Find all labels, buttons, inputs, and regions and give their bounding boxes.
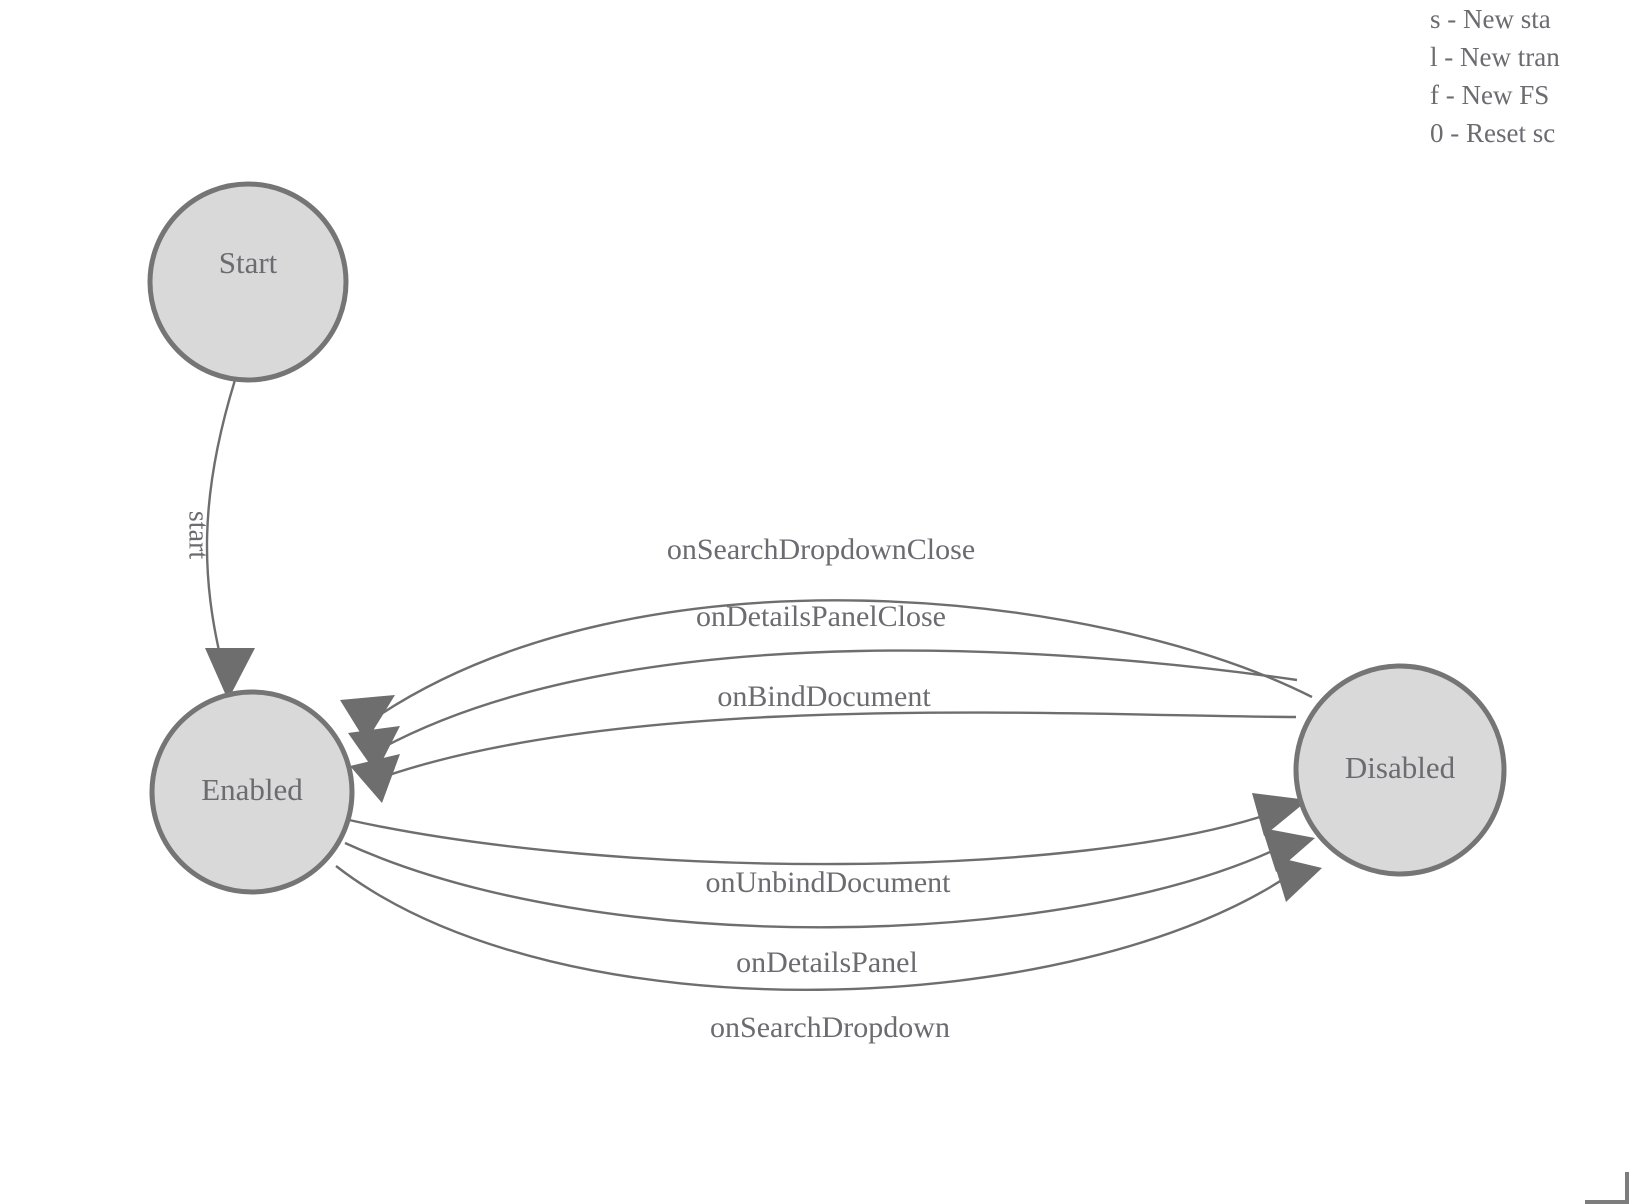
edge-on-unbind-document-arrowhead — [1252, 793, 1308, 836]
edge-on-search-dropdown-close-arrowhead — [340, 695, 395, 742]
edge-label-on-bind-document: onBindDocument — [717, 680, 931, 713]
edge-start-path[interactable] — [205, 379, 237, 665]
node-start-label: Start — [219, 245, 278, 280]
node-disabled[interactable]: Disabled — [1293, 663, 1507, 877]
edge-label-on-details-panel: onDetailsPanel — [736, 946, 918, 979]
edge-on-search-dropdown-close-path[interactable] — [374, 599, 1313, 719]
edge-on-bind-document-arrowhead — [350, 754, 400, 803]
node-enabled-circle[interactable] — [149, 689, 355, 895]
edge-on-details-panel-close-arrowhead — [348, 726, 400, 773]
edge-on-search-dropdown-arrowhead — [1272, 856, 1322, 902]
edge-on-bind-document-path[interactable] — [385, 711, 1297, 778]
edge-on-search-dropdown[interactable] — [335, 856, 1322, 991]
node-start[interactable]: Start — [147, 181, 349, 383]
edge-start[interactable] — [205, 379, 255, 700]
edge-label-on-details-panel-close: onDetailsPanelClose — [696, 600, 946, 633]
resize-handle[interactable] — [1585, 1172, 1632, 1204]
resize-handle-horizontal-bar — [1585, 1200, 1629, 1204]
edge-on-details-panel-close[interactable] — [348, 649, 1298, 773]
edge-on-details-panel-close-path[interactable] — [381, 649, 1298, 750]
edge-on-search-dropdown-close[interactable] — [340, 599, 1313, 742]
edge-on-bind-document[interactable] — [350, 711, 1297, 803]
edge-label-on-search-dropdown-close: onSearchDropdownClose — [667, 533, 975, 566]
node-start-circle[interactable] — [147, 181, 349, 383]
edge-on-search-dropdown-path[interactable] — [335, 865, 1295, 991]
node-disabled-circle[interactable] — [1293, 663, 1507, 877]
node-enabled-label: Enabled — [201, 772, 303, 807]
edge-label-on-search-dropdown: onSearchDropdown — [710, 1011, 950, 1044]
node-enabled[interactable]: Enabled — [149, 689, 355, 895]
edge-on-details-panel-path[interactable] — [344, 841, 1286, 929]
edge-start-arrowhead — [205, 648, 255, 700]
resize-handle-vertical-bar — [1625, 1172, 1629, 1204]
edge-on-unbind-document-path[interactable] — [348, 810, 1276, 866]
edge-label-start: start — [183, 511, 214, 559]
node-disabled-label: Disabled — [1345, 750, 1456, 785]
edge-on-unbind-document[interactable] — [348, 793, 1308, 866]
edge-label-on-unbind-document: onUnbindDocument — [706, 866, 952, 899]
